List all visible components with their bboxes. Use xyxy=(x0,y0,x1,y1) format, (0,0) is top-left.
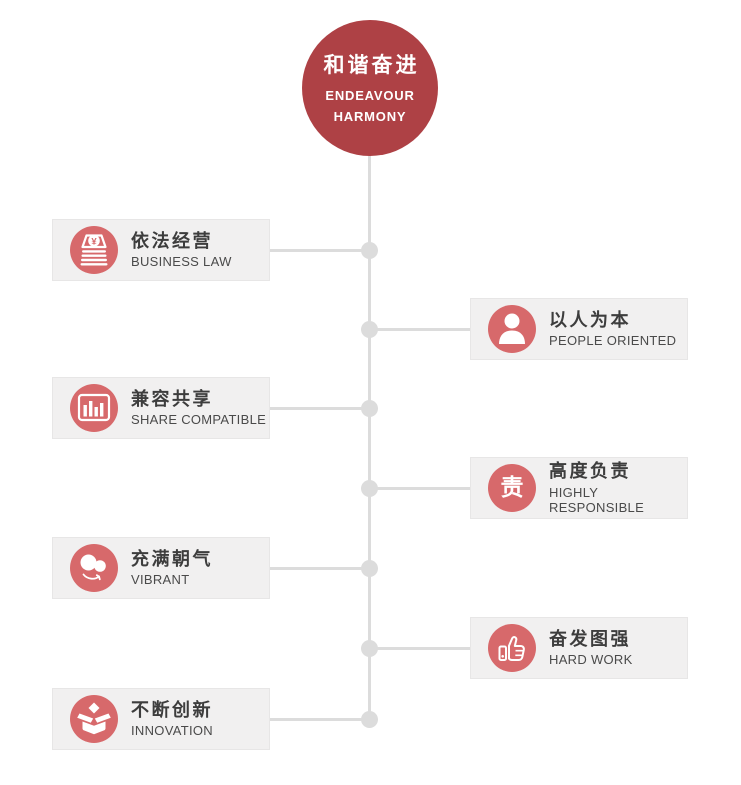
value-title-en: INNOVATION xyxy=(131,723,213,739)
connector-line xyxy=(270,249,370,252)
connector-line xyxy=(270,567,370,570)
value-title-en: HIGHLY RESPONSIBLE xyxy=(549,484,645,515)
bar-chart-icon xyxy=(70,384,118,432)
value-card-people-oriented: 以人为本 PEOPLE ORIENTED xyxy=(470,298,688,360)
value-card-business-law: ¥ 依法经营 BUSINESS LAW xyxy=(52,219,270,281)
timeline-line xyxy=(368,152,371,721)
value-card-vibrant: 充满朝气 VIBRANT xyxy=(52,537,270,599)
timeline-dot xyxy=(361,640,378,657)
value-title-zh: 高度负责 xyxy=(549,461,631,482)
timeline-dot xyxy=(361,321,378,338)
value-card-highly-responsible: 责 高度负责 HIGHLY RESPONSIBLE xyxy=(470,457,688,519)
timeline-dot xyxy=(361,711,378,728)
value-title-en: BUSINESS LAW xyxy=(131,254,232,270)
money-stack-icon: ¥ xyxy=(70,226,118,274)
timeline-dot xyxy=(361,560,378,577)
value-title-en: PEOPLE ORIENTED xyxy=(549,333,677,349)
timeline-dot xyxy=(361,242,378,259)
center-subtitle-line2: HARMONY xyxy=(333,108,407,124)
responsibility-character: 责 xyxy=(500,473,524,500)
value-title-zh: 依法经营 xyxy=(131,230,213,251)
value-title-en: SHARE COMPATIBLE xyxy=(131,412,267,428)
timeline-dot xyxy=(361,400,378,417)
value-title-zh: 充满朝气 xyxy=(131,548,213,569)
balloons-icon xyxy=(70,544,118,592)
person-icon xyxy=(488,305,536,353)
connector-line xyxy=(370,487,470,490)
open-box-icon xyxy=(70,695,118,743)
value-title-zh: 以人为本 xyxy=(549,309,631,330)
value-card-innovation: 不断创新 INNOVATION xyxy=(52,688,270,750)
center-subtitle-line1: ENDEAVOUR xyxy=(325,88,415,104)
thumbs-up-icon xyxy=(488,624,536,672)
center-title: 和谐奋进 xyxy=(323,54,420,78)
responsibility-character-icon: 责 xyxy=(488,464,536,512)
connector-line xyxy=(270,718,370,721)
connector-line xyxy=(270,407,370,410)
timeline-dot xyxy=(361,480,378,497)
value-title-zh: 奋发图强 xyxy=(549,628,631,649)
connector-line xyxy=(370,647,470,650)
value-title-en: HARD WORK xyxy=(549,652,633,668)
value-title-en: VIBRANT xyxy=(131,572,190,588)
svg-text:¥: ¥ xyxy=(91,236,97,247)
value-title-zh: 兼容共享 xyxy=(131,388,213,409)
center-node: 和谐奋进 ENDEAVOUR HARMONY xyxy=(302,20,438,156)
connector-line xyxy=(370,328,470,331)
value-card-hard-work: 奋发图强 HARD WORK xyxy=(470,617,688,679)
value-title-zh: 不断创新 xyxy=(131,699,213,720)
value-card-share-compatible: 兼容共享 SHARE COMPATIBLE xyxy=(52,377,270,439)
